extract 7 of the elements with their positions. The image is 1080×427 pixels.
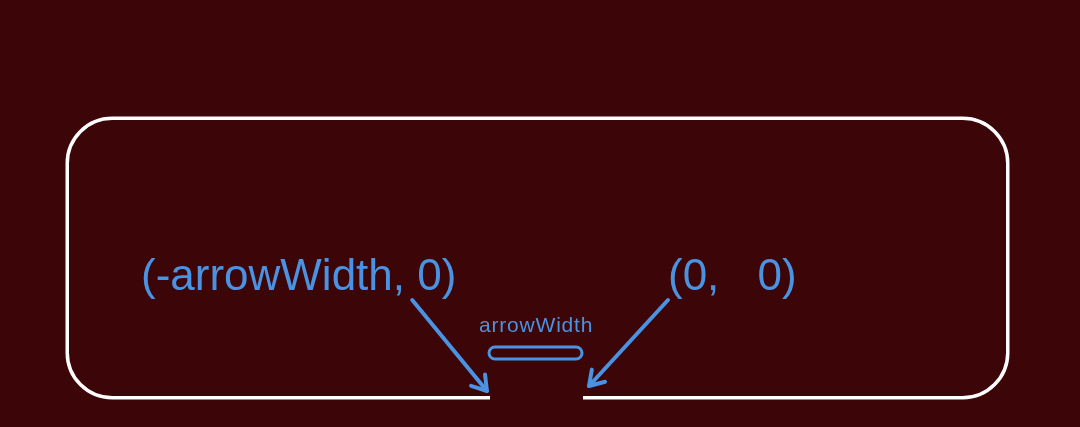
width-bar	[487, 345, 584, 361]
dimension-label: arrowWidth	[479, 314, 594, 336]
coordinate-label: (0, 0)	[668, 250, 797, 300]
leader-arrow	[410, 298, 489, 393]
leader-arrow	[587, 298, 670, 388]
bubble-outline	[65, 116, 1010, 400]
coordinate-label: (-arrowWidth, 0)	[141, 250, 457, 300]
